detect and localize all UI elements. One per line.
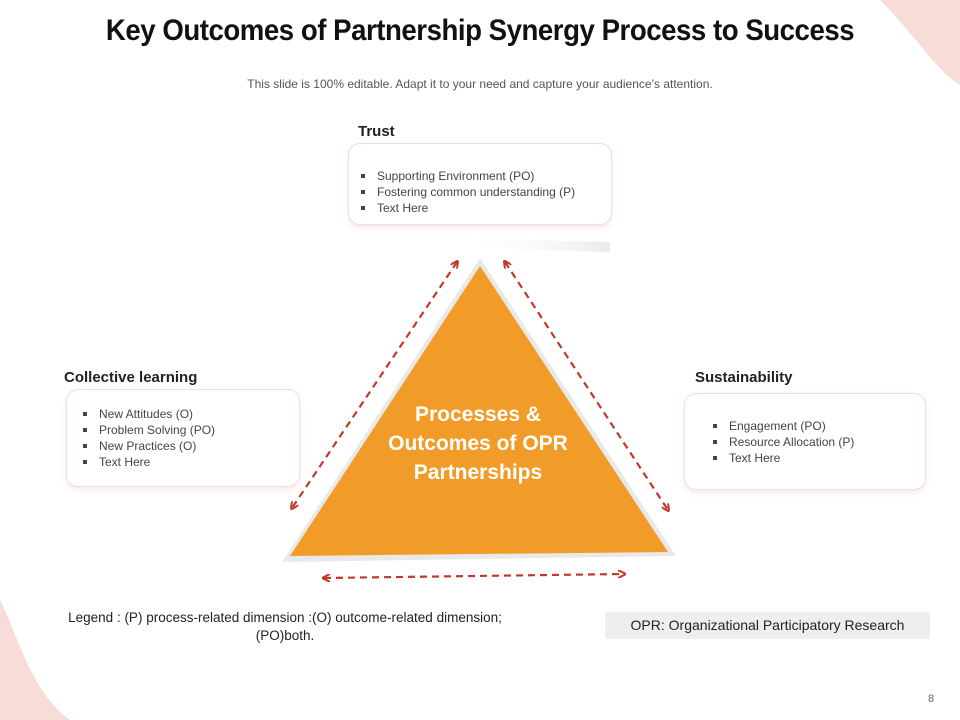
triangle-label-line: Processes &	[414, 403, 542, 426]
trust-card: Supporting Environment (PO) Fostering co…	[348, 143, 612, 225]
legend-line: Legend : (P) process-related dimension :…	[68, 610, 502, 625]
sustainability-card: Engagement (PO) Resource Allocation (P) …	[684, 393, 926, 490]
collective-learning-heading: Collective learning	[64, 369, 198, 386]
sustainability-item: Text Here	[711, 450, 925, 466]
triangle-label: Processes & Outcomes of OPR Partnerships	[360, 400, 596, 487]
collective-learning-item: New Practices (O)	[81, 438, 299, 454]
page-subtitle: This slide is 100% editable. Adapt it to…	[247, 77, 713, 91]
legend-text: Legend : (P) process-related dimension :…	[40, 609, 530, 645]
arrow-right-side	[505, 262, 668, 510]
trust-heading: Trust	[358, 123, 395, 140]
triangle-label-line: Partnerships	[413, 461, 543, 484]
opr-note: OPR: Organizational Participatory Resear…	[605, 612, 930, 639]
sustainability-item: Resource Allocation (P)	[711, 434, 925, 450]
legend-line: (PO)both.	[255, 628, 315, 643]
trust-item: Fostering common understanding (P)	[359, 184, 611, 200]
collective-learning-item: Text Here	[81, 454, 299, 470]
arrow-bottom	[324, 574, 624, 578]
trust-item: Text Here	[359, 200, 611, 216]
sustainability-heading: Sustainability	[695, 369, 793, 386]
trust-card-shadow	[455, 238, 610, 252]
arrow-left-side	[292, 262, 457, 508]
sustainability-item: Engagement (PO)	[711, 418, 925, 434]
collective-learning-item: New Attitudes (O)	[81, 406, 299, 422]
trust-item: Supporting Environment (PO)	[359, 168, 611, 184]
page-number: 8	[928, 693, 935, 705]
collective-learning-item: Problem Solving (PO)	[81, 422, 299, 438]
triangle-label-line: Outcomes of OPR	[388, 432, 568, 455]
page-title: Key Outcomes of Partnership Synergy Proc…	[105, 14, 855, 47]
collective-learning-card: New Attitudes (O) Problem Solving (PO) N…	[66, 389, 300, 487]
